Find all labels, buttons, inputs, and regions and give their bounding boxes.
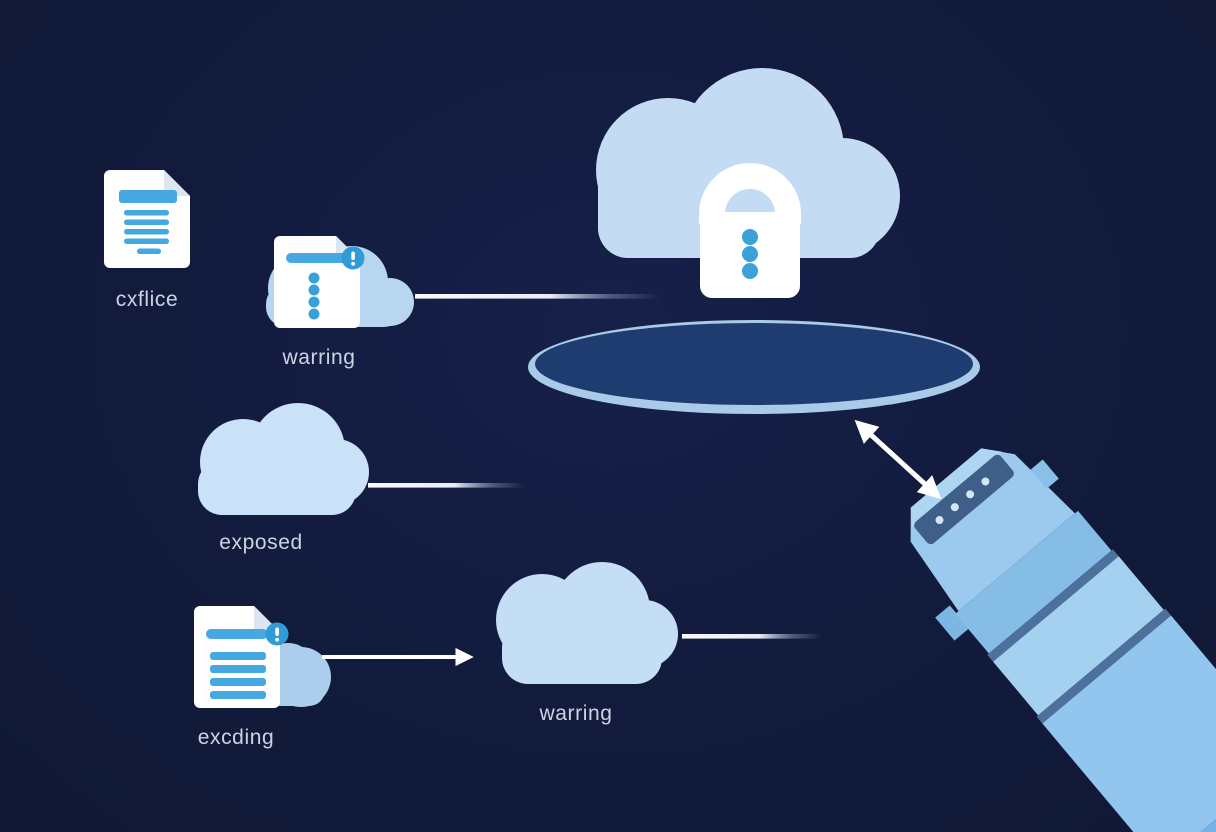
telescope-device: [910, 448, 1216, 832]
fading-connector-line: [368, 483, 525, 488]
secure-cloud-icon: [596, 68, 900, 298]
label-folder-warning: warring: [282, 346, 356, 369]
fading-connector-line: [415, 294, 661, 299]
device-divider-2: [1036, 608, 1172, 724]
exposed-cloud-icon: [198, 403, 525, 515]
warning-document-cloud-icon: [194, 606, 474, 708]
warning-cloud-icon: [496, 562, 822, 684]
device-band-2: [993, 556, 1164, 716]
text-lines: [210, 652, 266, 699]
warning-badge-icon: [341, 246, 365, 270]
label-cloud-warning: warring: [539, 702, 613, 725]
fading-connector-line: [682, 634, 822, 639]
device-divider-1: [987, 549, 1119, 662]
device-band-1: [955, 510, 1112, 654]
label-doc-warning: excding: [197, 726, 275, 749]
padlock-dots: [742, 229, 758, 279]
padlock-icon: [699, 163, 801, 298]
dots-column: [308, 272, 320, 320]
label-doc-file: cxflice: [115, 288, 179, 311]
warning-badge-icon: [265, 622, 289, 646]
double-headed-arrow: [854, 419, 942, 500]
device-side-nub-right: [1030, 459, 1059, 489]
document-icon: [104, 170, 190, 268]
document-fold-corner: [164, 170, 190, 196]
device-tube-near: [1042, 615, 1216, 832]
device-panel-dots: [935, 477, 990, 525]
warning-folder-cloud-icon: [266, 236, 661, 328]
label-cloud-exposed: exposed: [219, 531, 303, 554]
platform-ellipse: [528, 320, 980, 414]
device-side-nub-left: [935, 605, 970, 641]
